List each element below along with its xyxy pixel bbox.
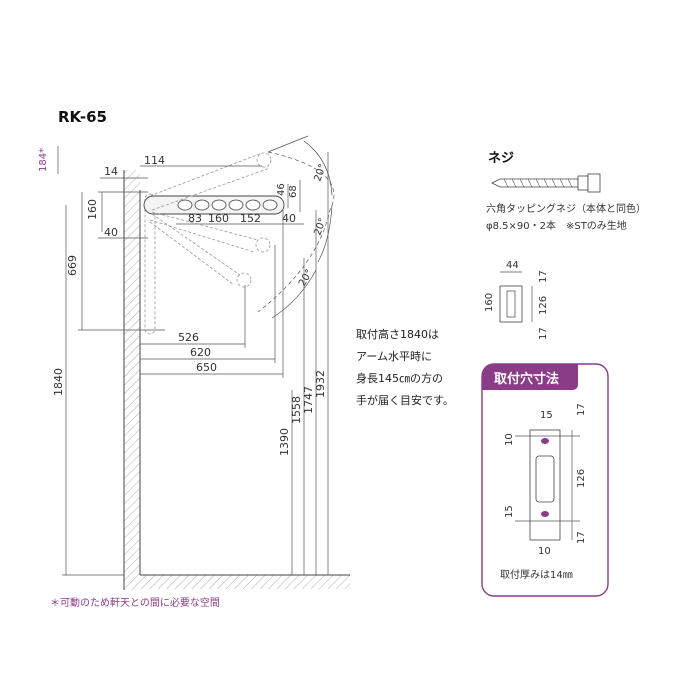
dim-620: 620 [190,346,211,359]
dim-68: 68 [288,185,299,198]
floor [140,574,350,589]
bracket-dim-17b: 17 [538,327,549,340]
dim-160b: 160 [208,212,229,225]
hole-plate [515,429,580,541]
arm-horizontal [143,195,285,215]
dim-1747: 1747 [302,386,315,414]
hole-dim-17a: 17 [576,403,587,416]
angle-label-2: 20° [312,217,328,237]
hole-dim-17b: 17 [576,531,587,544]
hole-dim-15a: 15 [540,410,553,421]
dim-1558: 1558 [290,396,303,424]
dim-152: 152 [240,212,261,225]
hole-dim-10a: 10 [504,433,515,446]
install-note-line-4: 手が届く目安です。 [356,393,454,407]
hole-dim-126: 126 [576,469,587,488]
dim-46: 46 [276,183,287,196]
model-title: RK-65 [58,108,107,126]
arm-lowered-1 [149,211,271,253]
arm-down-position [144,193,156,335]
wall [123,170,141,590]
hole-dim-15b: 15 [504,505,515,518]
dim-650: 650 [196,361,217,374]
dim-1932: 1932 [314,370,327,398]
dim-160: 160 [86,199,99,220]
hole-dims-title: 取付穴寸法 [494,371,559,387]
bracket-dim-126: 126 [538,296,549,315]
screw-desc-1: 六角タッピングネジ（本体と同色） [486,202,646,215]
arc-mid [317,204,333,263]
install-note-line-2: アーム水平時に [356,350,432,363]
hole-thickness-note: 取付厚みは14㎜ [500,568,573,581]
dim-40b: 40 [282,212,296,225]
screw-title: ネジ [488,151,514,166]
arm-lowered-2 [149,213,252,288]
bracket-dim-44: 44 [506,260,519,271]
bracket-front-view [499,271,523,323]
top-hole-icon [541,438,549,444]
swing-arc [257,151,335,313]
screw-desc-2: φ8.5×90・2本 ※STのみ生地 [486,219,627,232]
dim-83: 83 [188,212,202,225]
arm-raised [149,152,272,211]
dim-1840: 1840 [52,368,65,396]
bracket-dim-160: 160 [484,293,495,312]
arc-line [267,135,309,153]
arc-low [271,269,317,319]
install-note-line-1: 取付高さ1840は [356,327,439,341]
install-note-line-3: 身長145㎝の方の [356,371,443,385]
arc-outer [303,140,333,196]
screw-icon [491,173,601,193]
dim-114: 114 [144,154,165,167]
footnote: ＊可動のため軒天との間に必要な空間 [50,596,220,609]
dim-14: 14 [104,165,118,178]
dim-1390: 1390 [278,428,291,456]
angle-label-1: 20° [312,163,328,183]
dim-526: 526 [178,331,199,344]
dim-669: 669 [66,255,79,276]
hole-dim-10b: 10 [538,546,551,557]
dim-40a: 40 [104,226,118,239]
bracket-dim-17a: 17 [538,270,549,283]
bottom-hole-icon [541,511,549,517]
clearance-mark: 184* [38,148,49,172]
